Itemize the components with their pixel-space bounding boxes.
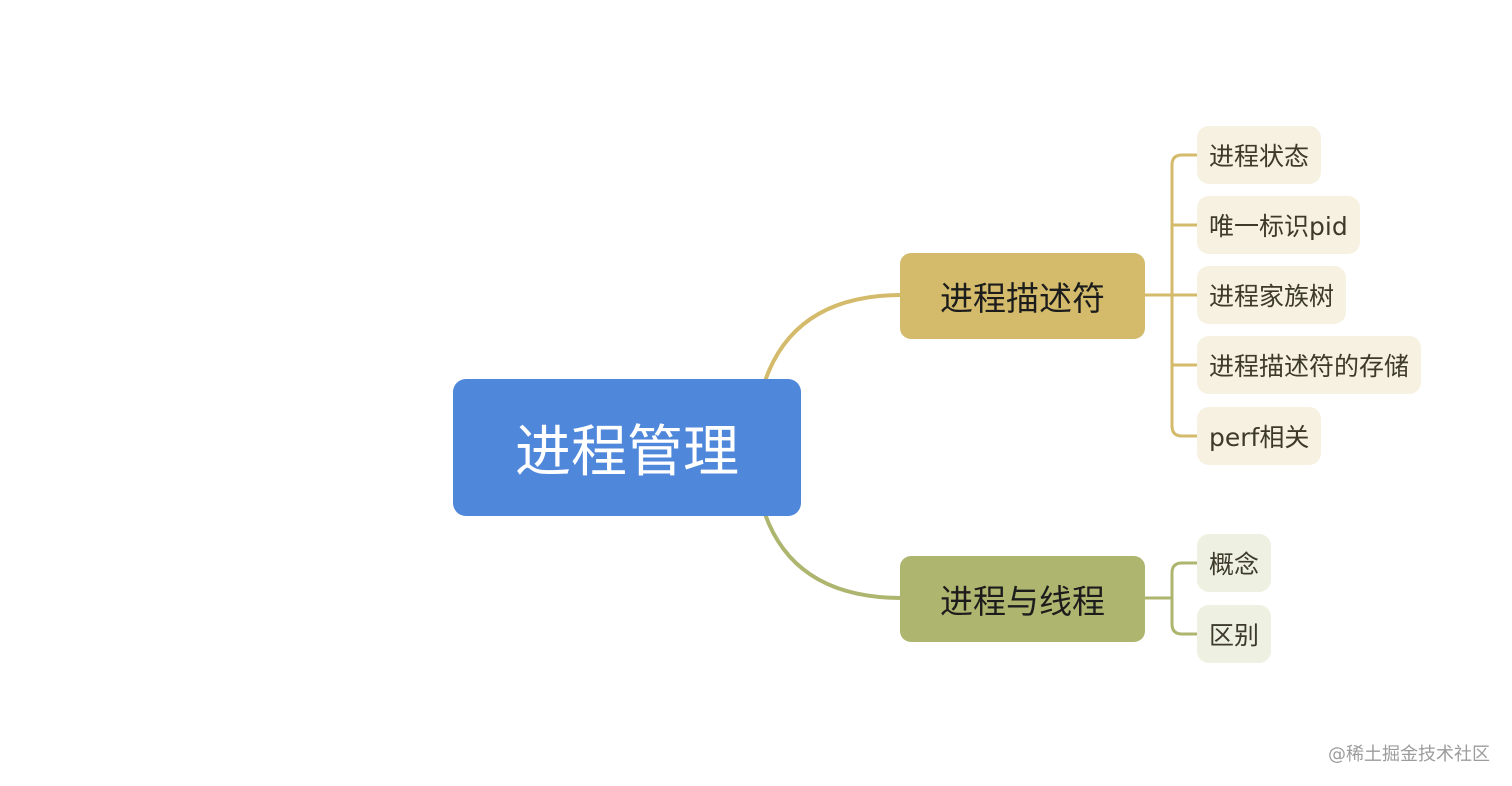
leaf-topic-concept[interactable]: 概念 [1197, 534, 1272, 592]
watermark: @稀土掘金技术社区 [1328, 744, 1490, 765]
link-root-to-branch-1 [763, 293, 903, 382]
leaf-topic-difference[interactable]: 区别 [1197, 605, 1272, 663]
branch-topic-process-and-thread[interactable]: 进程与线程 [900, 556, 1145, 642]
link-branch-2-bracket [1170, 561, 1198, 636]
leaf-topic-perf[interactable]: perf相关 [1197, 407, 1322, 465]
leaf-topic-descriptor-storage[interactable]: 进程描述符的存储 [1197, 336, 1422, 394]
branch-topic-process-descriptor[interactable]: 进程描述符 [900, 253, 1145, 339]
root-topic[interactable]: 进程管理 [453, 379, 801, 516]
leaf-topic-unique-pid[interactable]: 唯一标识pid [1197, 196, 1360, 254]
leaf-topic-process-family-tree[interactable]: 进程家族树 [1197, 266, 1347, 324]
leaf-topic-process-state[interactable]: 进程状态 [1197, 126, 1322, 184]
link-root-to-branch-2 [763, 513, 903, 600]
